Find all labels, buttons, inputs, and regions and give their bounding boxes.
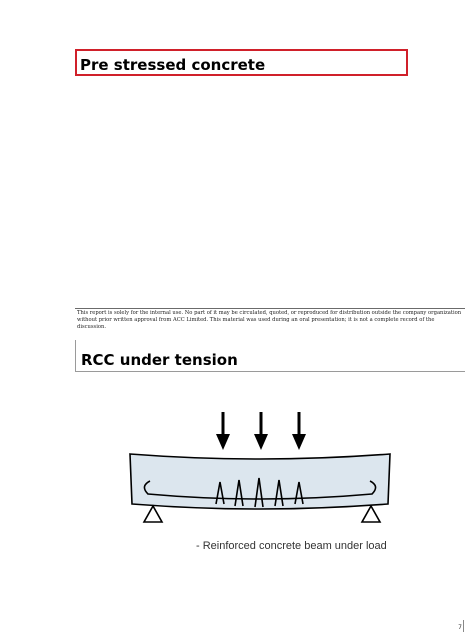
reinforcement-bar [143, 480, 377, 500]
crack [215, 481, 225, 505]
disclaimer-text: This report is solely for the internal u… [77, 310, 462, 330]
page-number: 7 [458, 624, 462, 631]
tension-cracks [215, 477, 304, 508]
support-right [360, 504, 382, 523]
section-heading-box: RCC under tension [75, 340, 465, 372]
page-number-divider [463, 620, 464, 632]
supports [142, 504, 382, 523]
figure-caption: - Reinforced concrete beam under load [196, 540, 387, 552]
crack [294, 481, 304, 505]
load-arrows [216, 412, 306, 450]
footer-divider [75, 308, 465, 309]
slide-title-box: Pre stressed concrete [75, 49, 408, 76]
load-arrow [216, 412, 230, 450]
crack [234, 479, 244, 507]
section-heading: RCC under tension [81, 351, 238, 369]
load-arrow [254, 412, 268, 450]
support-left [142, 504, 164, 523]
crack [254, 477, 264, 508]
load-arrow [292, 412, 306, 450]
beam-diagram [129, 412, 391, 523]
crack [274, 479, 284, 507]
slide-title: Pre stressed concrete [80, 56, 266, 74]
